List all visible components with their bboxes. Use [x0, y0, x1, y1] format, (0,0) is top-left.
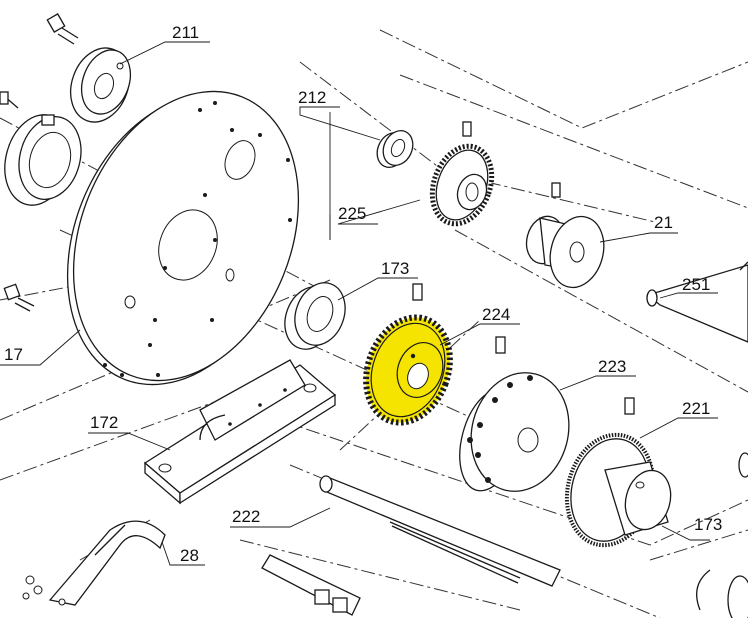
- label-172: 172: [90, 413, 118, 432]
- part-21-hub: [525, 182, 605, 289]
- label-224: 224: [482, 305, 510, 324]
- label-173-upper: 173: [381, 259, 409, 278]
- part-bottom-right-curve: [696, 569, 711, 611]
- label-221: 221: [682, 399, 710, 418]
- part-17-side-plate: [66, 90, 300, 386]
- part-225-gear: [429, 121, 495, 227]
- part-bottom-right-ring: [727, 452, 748, 618]
- part-222-shaft: [319, 475, 561, 587]
- part-172-bracket: [143, 359, 337, 505]
- label-28: 28: [180, 546, 199, 565]
- label-223: 223: [598, 357, 626, 376]
- part-screw-left: [3, 283, 35, 312]
- part-211-flange: [70, 47, 132, 123]
- part-251-shaft: [646, 261, 748, 343]
- part-number-labels: 211 212 225 21 251 173 224 223 221 17 17…: [4, 23, 722, 565]
- part-bottom-block: [261, 554, 361, 616]
- label-225: 225: [338, 204, 366, 223]
- label-21: 21: [654, 213, 673, 232]
- part-224-gear-highlighted: [363, 283, 453, 426]
- part-173-bearing-upper: [284, 282, 346, 350]
- label-251: 251: [682, 275, 710, 294]
- part-left-collar: [0, 91, 82, 206]
- part-223-sprocket: [459, 336, 570, 492]
- label-17: 17: [4, 345, 23, 364]
- part-28-lever: [22, 520, 166, 606]
- part-221-sprocket-hub: [564, 397, 672, 548]
- label-173-lower: 173: [694, 515, 722, 534]
- leader-lines: [0, 41, 718, 566]
- label-212: 212: [298, 88, 326, 107]
- label-222: 222: [232, 507, 260, 526]
- label-211: 211: [172, 23, 199, 42]
- part-212-bearing: [376, 129, 414, 169]
- part-screw-top-left: [46, 13, 79, 45]
